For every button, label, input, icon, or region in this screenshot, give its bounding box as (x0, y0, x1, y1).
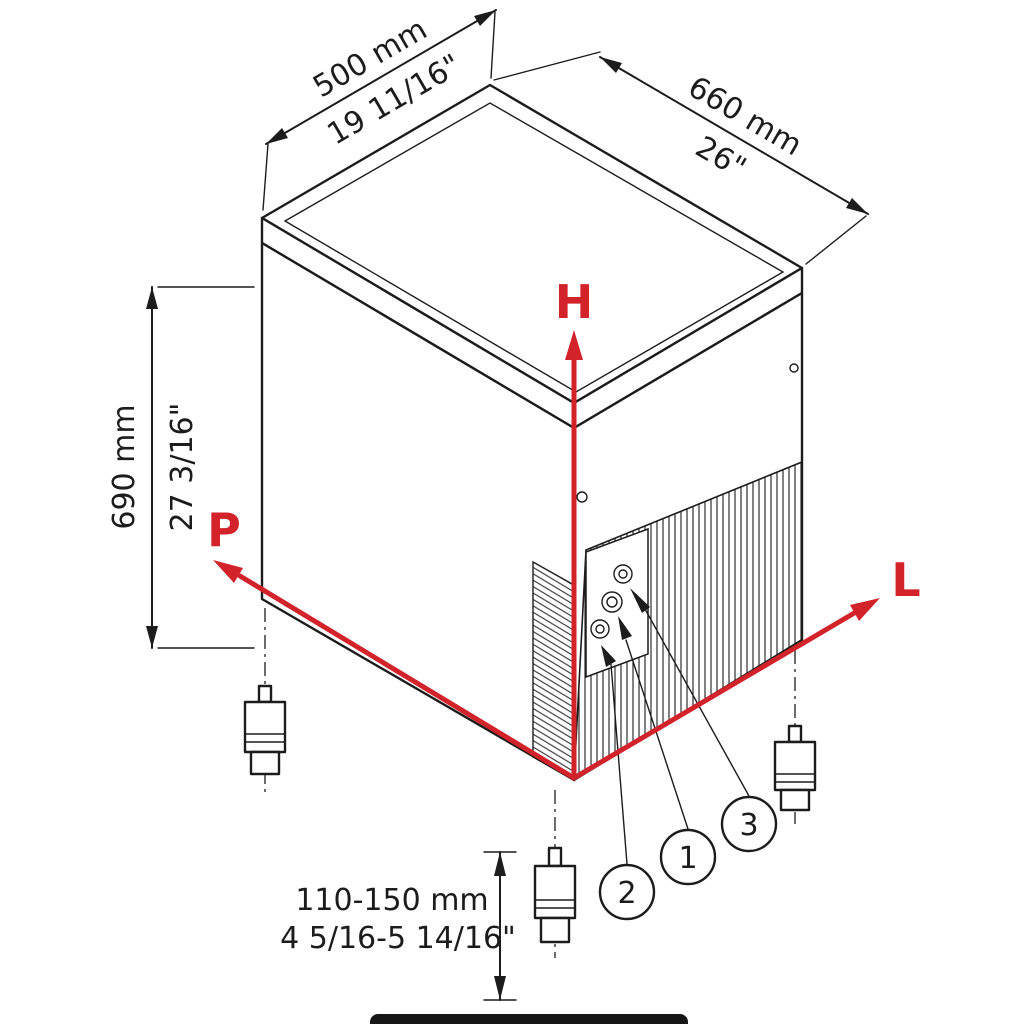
height-extension-lines (157, 286, 255, 649)
connection-3-fitting (613, 564, 633, 584)
axis-h-arrowhead (565, 330, 583, 360)
axis-l-label: L (891, 553, 920, 607)
leader-2-arrowhead (601, 645, 616, 667)
feet-arrowhead-top (494, 852, 506, 876)
feet-arrowhead-bottom (494, 976, 506, 1000)
width-arrowhead-right (846, 198, 868, 214)
connection-3-bore (618, 569, 628, 579)
foot-left (243, 684, 287, 776)
depth-arrowhead-right (474, 10, 496, 26)
width-dim-line (599, 56, 869, 215)
axis-h-label: H (555, 275, 594, 329)
axis-p-arrowhead (213, 560, 243, 583)
axis-p-line (237, 573, 577, 781)
depth-arrowhead-left (266, 128, 288, 144)
callout-number-1: 1 (678, 841, 697, 876)
leader-2 (610, 663, 628, 865)
feet-imperial-label: 4 5/16-5 14/16" (280, 921, 516, 956)
callout-circle-3 (720, 795, 778, 853)
height-imperial-label: 27 3/16" (165, 403, 200, 532)
depth-extension-lines (262, 11, 496, 211)
leader-1 (625, 639, 689, 830)
axis-l-line (571, 609, 859, 781)
panel-hole-right (789, 363, 799, 373)
height-arrowhead-top (146, 287, 158, 309)
callout-leaders (601, 588, 750, 865)
callouts: 2 1 3 (598, 795, 778, 921)
connection-2-bore (595, 624, 605, 634)
axis-p-label: P (207, 503, 241, 557)
ventilation (532, 460, 803, 782)
callout-circle-2 (598, 863, 656, 921)
bottom-partial-bar (370, 1014, 688, 1024)
callout-number-2: 2 (617, 876, 636, 911)
connection-1-fitting (601, 591, 623, 613)
side-grille-strip (532, 560, 575, 782)
callout-number-3: 3 (739, 808, 758, 843)
dimension-height: 690 mm 27 3/16" (107, 286, 255, 649)
depth-dim-line (265, 9, 497, 145)
foot-center (533, 846, 577, 944)
height-arrowhead-bottom (146, 626, 158, 648)
callout-circle-1 (659, 828, 717, 886)
adjustable-feet (243, 684, 817, 944)
feet-metric-label: 110-150 mm (295, 883, 488, 918)
width-arrowhead-left (600, 57, 622, 73)
water-connections (590, 564, 633, 639)
leader-3 (644, 608, 750, 797)
connection-1-bore (606, 596, 618, 608)
foot-right (773, 724, 817, 812)
lid-inset-edge (283, 102, 785, 393)
connection-2-fitting (590, 619, 610, 639)
leader-3-arrowhead (630, 588, 650, 613)
panel-hole (576, 491, 588, 503)
axis-l-arrowhead (850, 598, 880, 621)
width-extension-lines (493, 51, 867, 265)
leader-1-arrowhead (618, 616, 632, 640)
width-imperial-label: 26" (689, 130, 752, 186)
height-metric-label: 690 mm (107, 404, 142, 529)
dimension-feet-height: 110-150 mm 4 5/16-5 14/16" (280, 851, 517, 1001)
reference-axes: H P L (207, 275, 921, 781)
